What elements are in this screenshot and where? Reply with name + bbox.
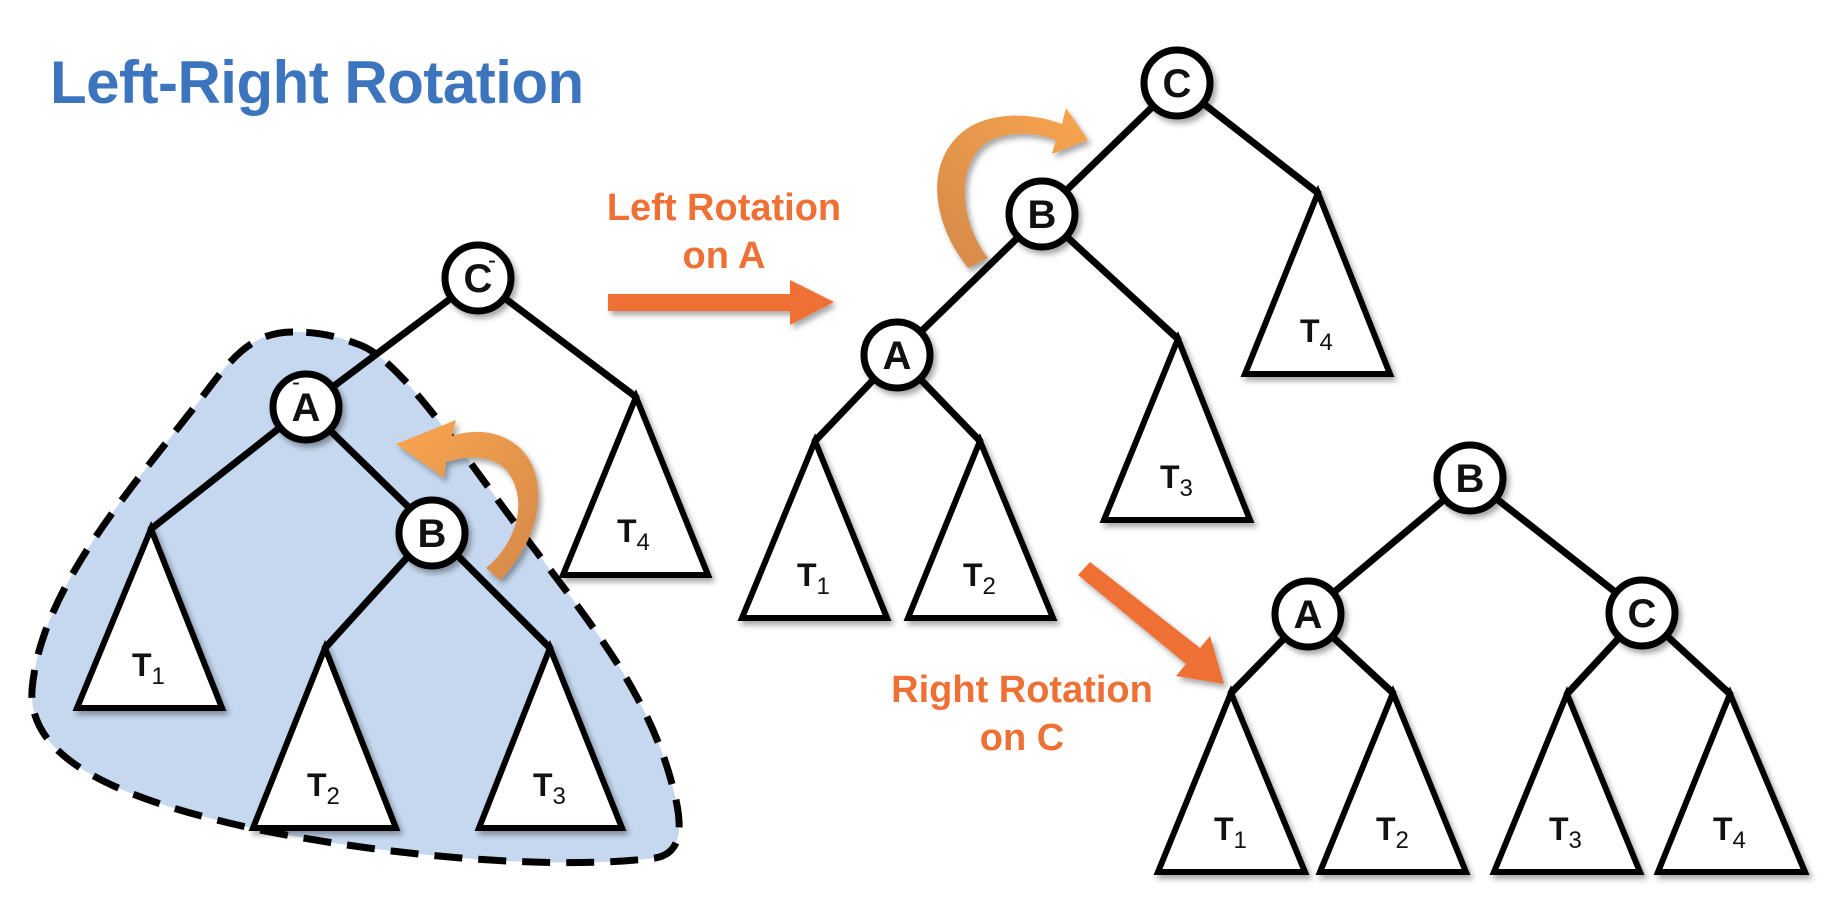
subtree-t2: T2 <box>1315 685 1471 875</box>
subtree-label: T4 <box>617 513 650 556</box>
subtree-label: T2 <box>963 557 996 600</box>
balance-mark: - <box>488 247 496 274</box>
node-a: A <box>1271 577 1345 651</box>
step-label-line2: on A <box>682 235 765 277</box>
node-a: A <box>860 318 934 392</box>
subtree-t1: T1 <box>1153 685 1310 875</box>
subtree-label: T3 <box>1549 811 1582 854</box>
svg-text:A: A <box>292 386 321 430</box>
svg-text:B: B <box>1028 193 1057 237</box>
svg-text:B: B <box>418 512 447 556</box>
subtree-label: T3 <box>1160 459 1193 502</box>
step-label-line1: Right Rotation <box>891 669 1153 711</box>
svg-text:A: A <box>1294 593 1323 637</box>
subtree-t2: T2 <box>903 433 1058 621</box>
node-b: B <box>1433 441 1507 515</box>
subtree-label: T1 <box>1214 811 1247 854</box>
subtree-t3: T3 <box>1099 330 1255 523</box>
step-label-line2: on C <box>980 717 1064 759</box>
subtree-t1: T1 <box>72 521 227 711</box>
svg-text:A: A <box>883 334 912 378</box>
subtree-label: T4 <box>1713 811 1746 854</box>
diagonal-arrow-icon <box>1078 562 1224 684</box>
diagram-title: Left-Right Rotation <box>50 49 584 116</box>
subtree-t3: T3 <box>1489 686 1645 875</box>
subtree-label: T1 <box>132 647 165 690</box>
subtree-label: T2 <box>307 767 340 810</box>
subtree-t3: T3 <box>474 639 627 831</box>
subtree-t2: T2 <box>248 639 401 831</box>
step-label-line1: Left Rotation <box>607 187 841 229</box>
curved-rotation-arrow-icon <box>937 108 1088 268</box>
subtree-t4: T4 <box>558 389 713 578</box>
subtree-label: T1 <box>797 557 830 600</box>
subtree-label: T2 <box>1376 811 1409 854</box>
subtree-label: T4 <box>1300 313 1333 356</box>
subtree-t4: T4 <box>1240 184 1395 377</box>
subtree-t4: T4 <box>1653 686 1810 875</box>
node-c: C <box>1605 576 1679 650</box>
svg-text:C: C <box>1628 592 1657 636</box>
node-a: A - <box>269 369 343 444</box>
tree-initial: T1 T2 T3 T4 C - A - B <box>28 241 713 867</box>
balance-mark: - <box>292 369 300 396</box>
tree-after-right-rotation: T1 T2 T3 T4 B A C <box>1153 441 1810 875</box>
svg-text:B: B <box>1456 457 1485 501</box>
right-arrow-icon <box>608 280 834 325</box>
curved-rotation-arrow-icon <box>396 420 539 580</box>
subtree-t1: T1 <box>737 433 892 621</box>
subtree-label: T3 <box>533 767 566 810</box>
svg-text:C: C <box>464 257 493 301</box>
step-right-rotation: Right Rotation on C <box>891 562 1224 759</box>
node-c: C <box>1140 46 1214 120</box>
node-b: B <box>1005 177 1079 251</box>
node-c: C - <box>441 241 515 315</box>
node-b: B <box>395 496 469 570</box>
step-left-rotation: Left Rotation on A <box>607 187 841 325</box>
tree-after-left-rotation: T1 T2 T3 T4 C B A <box>737 46 1395 621</box>
svg-text:C: C <box>1163 62 1192 106</box>
